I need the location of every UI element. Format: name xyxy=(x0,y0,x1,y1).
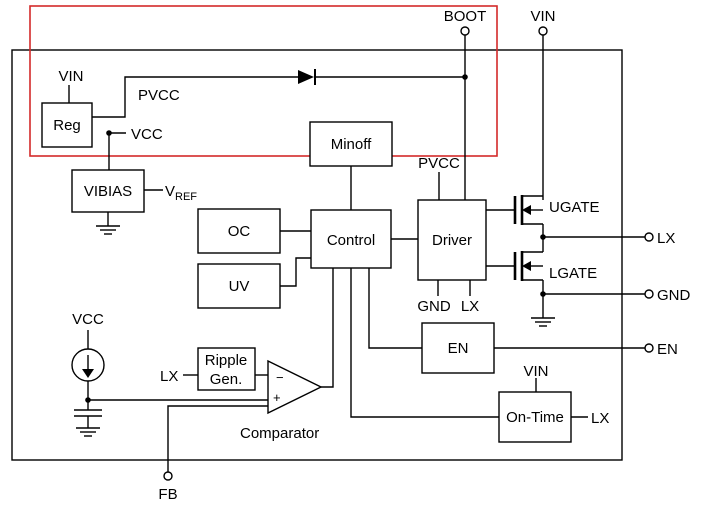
en-block-label: EN xyxy=(448,340,469,357)
comparator-label: Comparator xyxy=(240,425,319,442)
lower-mosfet-icon xyxy=(486,251,543,281)
vref-label: VREF xyxy=(165,183,197,203)
ontime-label: On-Time xyxy=(506,409,564,426)
gnd-pin-label: GND xyxy=(657,287,691,304)
current-source-icon xyxy=(71,348,105,382)
vcc-label: VCC xyxy=(131,126,163,143)
driver-lx-label: LX xyxy=(461,298,479,315)
en-pin[interactable]: EN xyxy=(494,341,678,358)
pvcc-label: PVCC xyxy=(138,87,180,104)
comparator-plus: + xyxy=(273,390,281,405)
fb-pin[interactable]: FB xyxy=(158,405,268,503)
minoff-block xyxy=(309,121,393,167)
lx-pin-label: LX xyxy=(657,230,675,247)
ontime-vin-label: VIN xyxy=(523,363,548,380)
ontime-block xyxy=(498,391,572,443)
reg-vin-label: VIN xyxy=(58,68,83,85)
ugate-label: UGATE xyxy=(549,199,600,216)
fb-pin-label: FB xyxy=(158,486,177,503)
reg-label: Reg xyxy=(53,117,81,134)
oc-block xyxy=(197,208,281,254)
vibias-label: VIBIAS xyxy=(84,183,132,200)
boot-pin[interactable]: BOOT xyxy=(444,8,487,200)
source-vcc-label: VCC xyxy=(72,311,104,328)
boot-pin-label: BOOT xyxy=(444,8,487,25)
ic-outline xyxy=(11,49,623,461)
ripple-label-1: Ripple xyxy=(205,352,248,369)
ripple-lx-label: LX xyxy=(160,368,178,385)
ontime-lx-label: LX xyxy=(591,410,609,427)
driver-pvcc-label: PVCC xyxy=(418,155,460,172)
mosfet-ground-icon xyxy=(531,317,555,327)
oc-label: OC xyxy=(228,223,251,240)
capacitor-icon xyxy=(74,400,102,428)
vibias-block xyxy=(71,169,145,213)
minoff-label: Minoff xyxy=(331,136,372,153)
lx-pin[interactable]: LX xyxy=(543,230,675,247)
vin-pin[interactable]: VIN xyxy=(530,8,556,200)
highlight-frame xyxy=(29,5,498,157)
driver-label: Driver xyxy=(432,232,472,249)
uv-label: UV xyxy=(229,278,250,295)
driver-block xyxy=(417,199,487,281)
ripple-label-2: Gen. xyxy=(210,371,243,388)
comparator-icon xyxy=(267,359,323,415)
pvcc-wire xyxy=(92,76,298,118)
source-ground-icon xyxy=(76,427,100,437)
upper-mosfet-icon xyxy=(486,195,543,225)
control-label: Control xyxy=(327,232,375,249)
diode-icon xyxy=(298,70,314,84)
lgate-label: LGATE xyxy=(549,265,597,282)
en-pin-label: EN xyxy=(657,341,678,358)
gnd-pin[interactable]: GND xyxy=(543,287,691,304)
ground-icon xyxy=(96,212,120,235)
comparator-minus: − xyxy=(276,370,284,385)
driver-gnd-label: GND xyxy=(417,298,451,315)
reg-block xyxy=(41,102,93,148)
uv-block xyxy=(197,263,281,309)
ripple-gen-block xyxy=(197,347,256,391)
vin-pin-label: VIN xyxy=(530,8,555,25)
